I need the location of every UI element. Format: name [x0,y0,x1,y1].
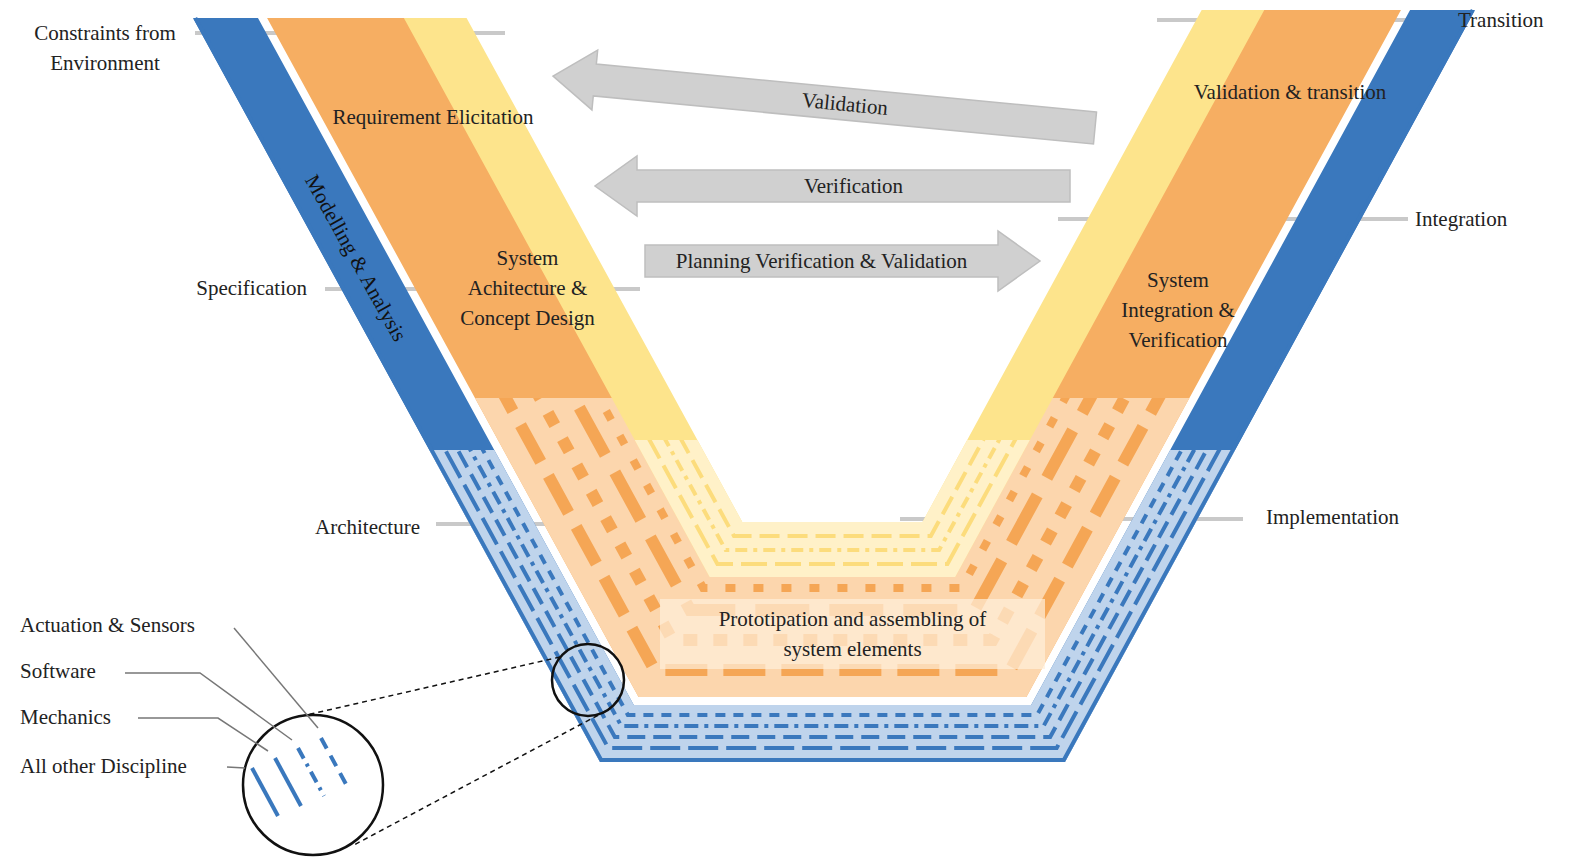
side-label: Architecture [270,512,420,542]
side-label: Actuation & Sensors [20,610,195,640]
band-lower-part [404,440,1264,577]
phase-label: System Achitecture & Concept Design [450,243,605,333]
discipline-stroke [419,440,1250,564]
discipline-sample [321,738,347,786]
discipline-stroke [209,450,1459,748]
arrow-label: Verification [804,172,903,200]
band-lower-part [267,398,1401,697]
v-band-pale [404,440,1264,577]
node-text: Requirement Elicitation [313,102,553,132]
phase-label: System Integration & Verification [1103,265,1253,355]
node-text: System Achitecture & Concept Design [450,243,605,333]
side-label: Implementation [1266,502,1399,532]
block-arrow [553,50,1097,144]
discipline-stroke [247,450,1422,715]
discipline-sample [275,758,301,806]
block-arrow [645,231,1040,291]
v-band [267,10,1401,697]
zoom-line [352,711,606,846]
v-band-pale [267,398,1401,697]
leader-line [227,767,245,768]
discipline-stroke [221,450,1446,737]
leader-line [234,628,318,728]
phase-label: Validation & transition [1095,77,1485,107]
v-band [193,10,1475,762]
zoom-circle-small [552,644,624,716]
discipline-stroke [391,398,1276,588]
phase-box: Prototipation and assembling of system e… [660,599,1045,669]
discipline-callout [125,628,624,855]
leader-line [125,673,292,740]
side-label: Mechanics [20,702,111,732]
side-label: Constraints from Environment [10,18,200,78]
node-text: System Integration & Verification [1103,265,1253,355]
v-bands [193,10,1475,762]
side-label: Software [20,656,96,686]
discipline-sample [298,748,324,796]
outer-edge [195,10,1472,760]
zoom-circle-large [243,715,383,855]
side-label: Specification [150,273,307,303]
node-text: Validation & transition [1095,77,1485,107]
discipline-stroke [298,398,1370,670]
v-band [404,10,1264,577]
leader-line [138,718,268,751]
block-arrow [595,156,1070,216]
discipline-stroke [234,450,1434,726]
node-text: Prototipation and assembling of system e… [707,604,998,664]
discipline-sample [252,768,278,816]
v-band-pale [193,450,1475,762]
discipline-stroke [435,440,1234,550]
phase-label: Requirement Elicitation [313,102,553,132]
side-label: Integration [1415,204,1507,234]
side-label: All other Discipline [20,751,187,781]
side-label: Transition [1458,5,1544,35]
arrow-label: Planning Verification & Validation [676,247,967,275]
band-lower-part [193,450,1475,762]
discipline-stroke [451,440,1218,536]
zoom-line [302,657,560,716]
